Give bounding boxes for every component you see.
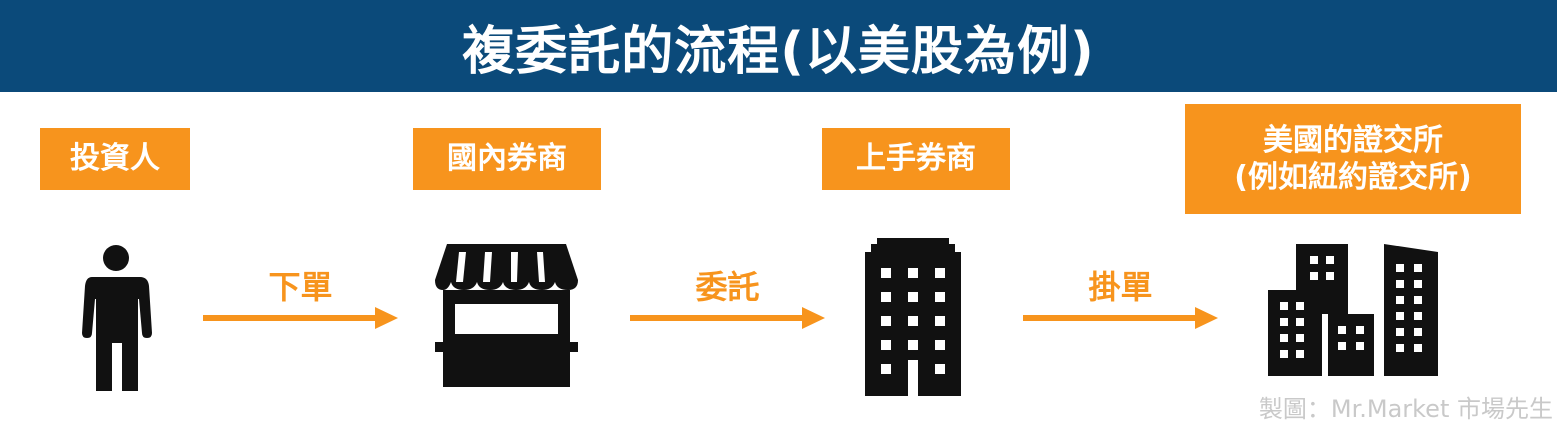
label-investor: 投資人 [40,128,190,190]
city-buildings-icon [1266,242,1440,380]
arrow-list-order: 掛單 [1023,262,1218,334]
label-us-exchange-line2: (例如紐約證交所) [1234,160,1472,195]
shop-icon [435,244,578,391]
arrow-list-order-label: 掛單 [1088,268,1153,306]
office-building-icon [863,238,963,400]
label-domestic-broker: 國內券商 [413,128,601,190]
label-domestic-broker-text: 國內券商 [447,141,567,177]
person-icon [78,243,154,397]
arrow-commission: 委託 [630,262,825,334]
arrow-right-icon [203,307,398,329]
arrow-right-icon [630,307,825,329]
arrow-place-order-label: 下單 [268,268,333,306]
page-title: 複委託的流程(以美股為例) [462,21,1095,82]
label-us-exchange: 美國的證交所 (例如紐約證交所) [1185,104,1521,214]
arrow-commission-label: 委託 [695,268,760,306]
title-banner: 複委託的流程(以美股為例) [0,0,1557,92]
arrow-right-icon [1023,307,1218,329]
credit-text: 製圖：Mr.Market 市場先生 [1258,395,1553,423]
arrow-place-order: 下單 [203,262,398,334]
label-upstream-broker-text: 上手券商 [856,141,976,177]
label-upstream-broker: 上手券商 [822,128,1010,190]
label-investor-text: 投資人 [70,141,160,177]
label-us-exchange-line1: 美國的證交所 [1263,122,1443,158]
